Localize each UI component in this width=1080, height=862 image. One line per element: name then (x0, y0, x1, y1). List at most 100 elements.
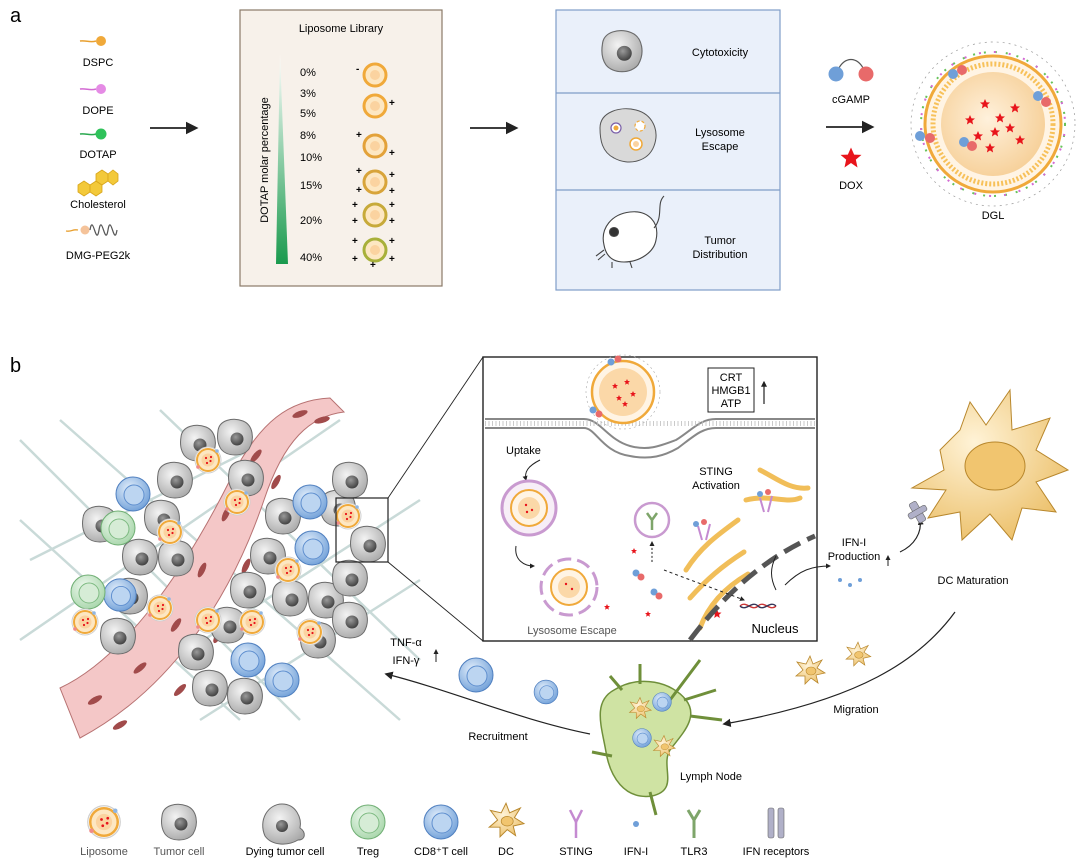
svg-text:+: + (389, 98, 395, 109)
lymph-node (591, 659, 723, 816)
svg-text:+: + (356, 185, 362, 196)
component-label: DMG-PEG2k (66, 250, 131, 262)
dox-icon (840, 147, 862, 168)
release-marker: HMGB1 (711, 385, 750, 397)
lipid-components: DSPC DOPE DOTAP Cholesterol DMG-PEG2k (65, 36, 131, 262)
legend-label: CD8⁺T cell (414, 846, 468, 858)
panel-a-label: a (10, 5, 22, 27)
svg-text:+: + (389, 254, 395, 265)
legend-tlr3-icon (686, 809, 702, 838)
cholesterol-icon (77, 169, 119, 197)
dgl-nanoparticle (910, 41, 1076, 207)
cgamp-cargo (915, 65, 1051, 151)
svg-text:+: + (352, 254, 358, 265)
legend-ifn-icon (633, 821, 639, 827)
sting-dimers (693, 489, 773, 541)
dotap-axis-label: DOTAP molar percentage (259, 97, 271, 223)
recruitment-label: Recruitment (468, 731, 527, 743)
release-marker: ATP (721, 398, 742, 410)
legend-label: IFN receptors (743, 846, 810, 858)
panel-b-label: b (10, 355, 21, 377)
dope-icon (79, 84, 106, 94)
component-label: DOPE (82, 105, 113, 117)
dspc-icon (79, 36, 106, 46)
dendritic-cell (907, 388, 1070, 542)
blood-vessel (59, 397, 346, 739)
percent-label: 15% (300, 180, 322, 192)
legend-label: IFN-I (624, 846, 648, 858)
svg-text:+: + (389, 148, 395, 159)
svg-text:+: + (356, 130, 362, 141)
ifn-particles (838, 578, 862, 587)
legend-label: Liposome (80, 846, 128, 858)
svg-text:+: + (356, 166, 362, 177)
percent-label: 8% (300, 130, 316, 142)
peg-lipid-icon (65, 224, 118, 236)
cytokine-label: TNF-α (390, 637, 422, 649)
dotap-icon (79, 128, 107, 140)
legend-label: Treg (357, 846, 379, 858)
legend-label: DC (498, 846, 514, 858)
legend-label: Dying tumor cell (246, 846, 325, 858)
legend-dc-icon (488, 802, 525, 838)
migrating-dcs (795, 641, 872, 685)
screen-label: Cytotoxicity (692, 47, 749, 59)
dox-label: DOX (839, 180, 864, 192)
endosome (500, 479, 558, 537)
charge-signs: - + ++ ++++ ++++ +++++ (352, 64, 395, 271)
zoom-region (335, 497, 389, 563)
component-label: DOTAP (79, 149, 116, 161)
recruited-t-cells (458, 657, 559, 705)
uptake-label: Uptake (506, 445, 541, 457)
legend-label: TLR3 (681, 846, 708, 858)
legend-ifn-receptor-icon (767, 807, 785, 839)
legend-treg-icon (350, 804, 386, 840)
svg-text:+: + (352, 200, 358, 211)
svg-text:+: + (370, 260, 376, 271)
svg-text:+: + (389, 216, 395, 227)
svg-text:+: + (352, 216, 358, 227)
library-liposomes (362, 62, 388, 263)
percent-label: 3% (300, 88, 316, 100)
sting-activation-label-2: Activation (692, 480, 740, 492)
dgl-label: DGL (982, 210, 1005, 222)
sting-activation-label: STING (699, 466, 733, 478)
cytokine-label: IFN-γ (393, 655, 420, 667)
lysosome-escape (539, 557, 610, 617)
release-marker: CRT (720, 372, 743, 384)
legend-label: Tumor cell (154, 846, 205, 858)
percent-label: 20% (300, 215, 322, 227)
legend-dying-cell-icon (262, 803, 305, 845)
component-label: Cholesterol (70, 199, 126, 211)
lymph-node-label: Lymph Node (680, 771, 742, 783)
lysosome-escape-label: Lysosome Escape (527, 625, 616, 637)
legend-sting-icon (568, 809, 584, 838)
svg-text:-: - (356, 64, 359, 75)
percent-label: 5% (300, 108, 316, 120)
legend-cd8-icon (423, 804, 459, 840)
liposome-library-box: Liposome Library DOTAP molar percentage … (239, 9, 443, 287)
nucleus-label: Nucleus (752, 621, 799, 636)
cytotoxicity-cell-icon (601, 30, 643, 73)
mouse-icon (595, 195, 665, 269)
svg-text:+: + (389, 186, 395, 197)
cgamp-label: cGAMP (832, 94, 870, 106)
percent-labels: 0% 3% 5% 8% 10% 15% 20% 40% (300, 67, 322, 264)
svg-text:+: + (389, 200, 395, 211)
cgamp-icon (828, 58, 874, 82)
percent-label: 40% (300, 252, 322, 264)
migration-label: Migration (833, 704, 878, 716)
lysosome-cell-icon (599, 108, 657, 163)
dc-maturation-label: DC Maturation (938, 575, 1009, 587)
legend-liposome-icon (86, 804, 122, 840)
percent-label: 10% (300, 152, 322, 164)
percent-label: 0% (300, 67, 316, 79)
library-title: Liposome Library (299, 23, 384, 35)
svg-text:+: + (352, 236, 358, 247)
legend-label: STING (559, 846, 593, 858)
dotap-gradient (276, 54, 288, 264)
legend: Liposome Tumor cell Dying tumor cell Tre… (80, 802, 810, 858)
